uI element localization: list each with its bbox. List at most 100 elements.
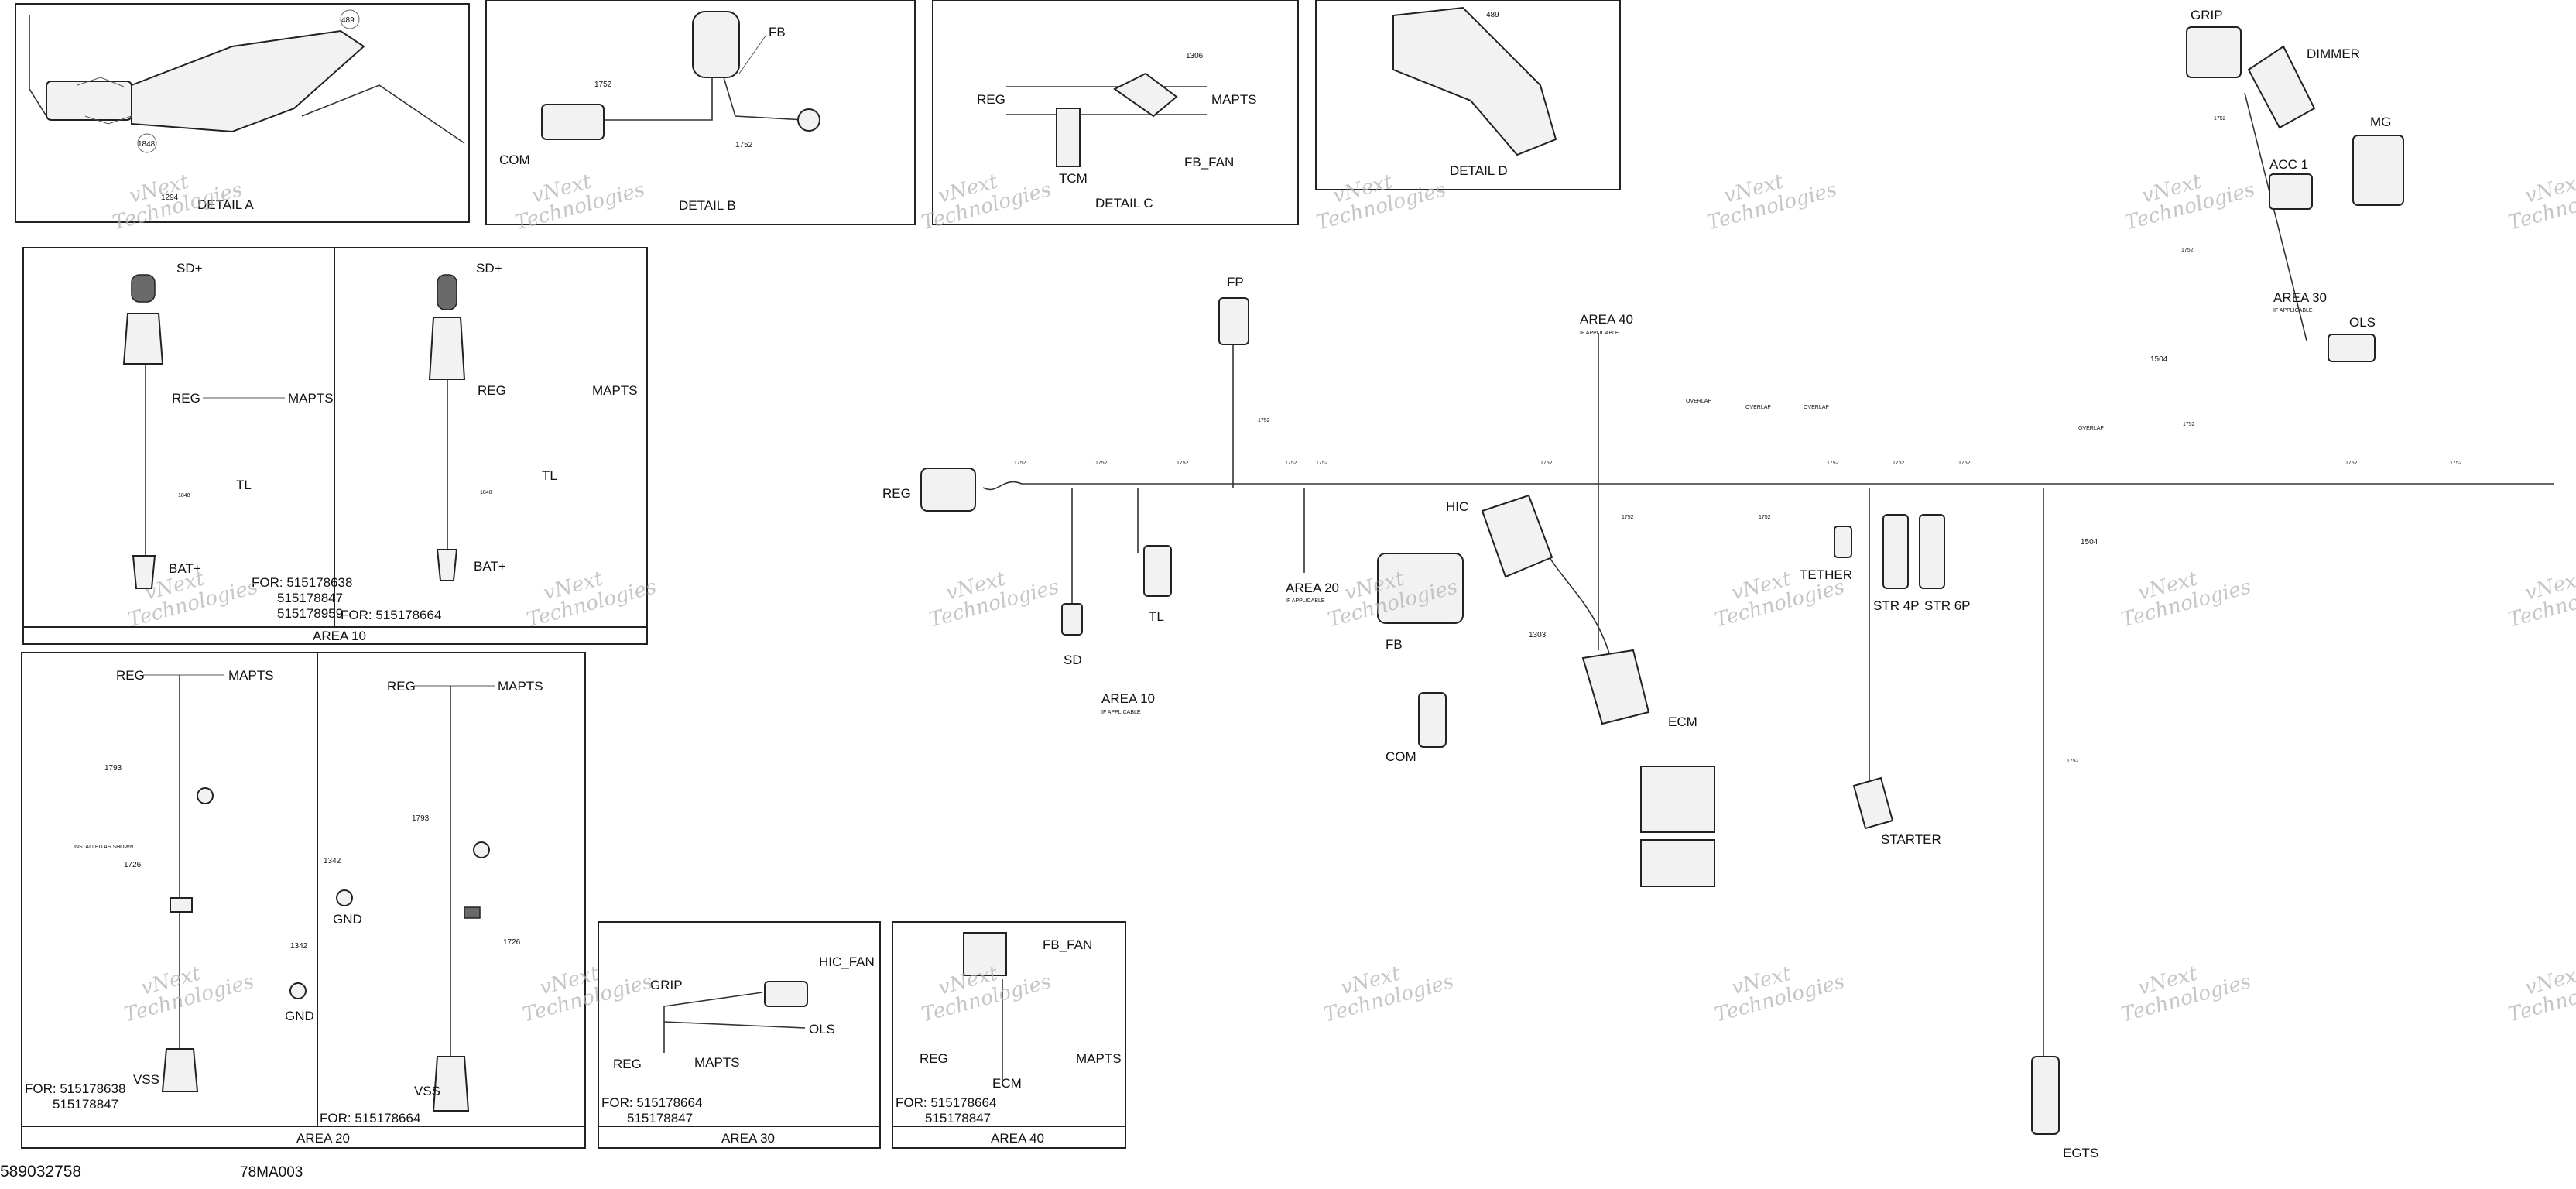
footer-drawing-code: 78MA003 — [240, 1164, 303, 1180]
wire-tag: 1752 — [2345, 461, 2358, 466]
detail-c-label-mapts: MAPTS — [1211, 92, 1257, 107]
callout-area-10: AREA 10 IF APPLICABLE — [1101, 691, 1155, 715]
a40-for-2: 515178847 — [925, 1111, 991, 1126]
detail-c-ref-1306: 1306 — [1186, 52, 1204, 60]
main-label-egts: EGTS — [2063, 1146, 2098, 1160]
a10l-ref: 1848 — [178, 493, 190, 499]
main-label-fp: FP — [1227, 275, 1244, 290]
main-acc1-connector: ACC 1 — [2269, 157, 2313, 210]
a20r-for: FOR: 515178664 — [320, 1111, 420, 1126]
wire-tag: 1752 — [1014, 461, 1026, 466]
detail-b-title: DETAIL B — [679, 198, 736, 213]
detail-a-ref-1848: 1848 — [138, 140, 156, 149]
a20l-ref-1342: 1342 — [290, 942, 308, 951]
wire-tag: 1752 — [1622, 515, 1634, 520]
a10l-for-2: 515178847 — [277, 591, 343, 605]
main-label-ols: OLS — [2349, 315, 2376, 330]
overlap-note: OVERLAP — [2078, 426, 2104, 431]
a20r-gnd: GND — [333, 912, 362, 927]
callout-area-20-title: AREA 20 — [1286, 581, 1339, 595]
wire-tag: 1752 — [1893, 461, 1905, 466]
a30-reg: REG — [613, 1057, 642, 1071]
main-str4p-connector: STR 4P — [1873, 514, 1920, 613]
wire-tag: 1752 — [1258, 418, 1270, 423]
overlap-note: OVERLAP — [1686, 399, 1711, 404]
a20l-for-1: FOR: 515178638 — [25, 1081, 125, 1096]
area-40-title: AREA 40 — [991, 1131, 1044, 1146]
a20l-gnd: GND — [285, 1009, 314, 1023]
detail-d-ref-489: 489 — [1486, 11, 1499, 19]
detail-a-panel: 489 1848 1294 DETAIL A — [15, 3, 470, 223]
main-com-connector: COM — [1386, 692, 1447, 764]
callout-area-40-sub: IF APPLICABLE — [1580, 331, 1619, 336]
area-10-panel: SD+ REG MAPTS TL 1848 BAT+ FOR: 51517863… — [22, 247, 648, 645]
detail-a-ref-489: 489 — [341, 16, 355, 25]
main-grip-connector: GRIP — [2186, 8, 2242, 78]
a40-mapts: MAPTS — [1076, 1051, 1122, 1066]
main-label-com: COM — [1386, 749, 1416, 764]
a20r-ref-1342: 1342 — [324, 857, 341, 865]
detail-b-label-fb: FB — [769, 25, 786, 39]
area-30-title: AREA 30 — [721, 1131, 775, 1146]
a10r-bat: BAT+ — [474, 559, 506, 574]
a20r-reg: REG — [387, 679, 416, 694]
detail-a-ref-1294: 1294 — [161, 194, 179, 202]
footer-doc-number: 589032758 — [0, 1163, 81, 1180]
a10r-for: FOR: 515178664 — [341, 608, 441, 622]
area-40-panel: FB_FAN REG MAPTS ECM FOR: 515178664 5151… — [892, 921, 1126, 1149]
detail-b-ref-1752b: 1752 — [735, 141, 753, 149]
main-egts-connector: EGTS — [2031, 1056, 2098, 1160]
area-20-title: AREA 20 — [296, 1131, 350, 1146]
a30-ols: OLS — [809, 1022, 835, 1037]
main-label-tether: TETHER — [1800, 567, 1852, 582]
wire-tag: 1752 — [1827, 461, 1839, 466]
a30-grip: GRIP — [650, 978, 683, 992]
a10l-reg: REG — [172, 391, 200, 406]
main-label-mg: MG — [2370, 115, 2391, 129]
a10l-tl: TL — [236, 478, 252, 492]
main-label-str4p: STR 4P — [1873, 598, 1920, 613]
overlap-note: OVERLAP — [1745, 405, 1771, 410]
main-label-dimmer: DIMMER — [2307, 46, 2360, 61]
wire-tag: 1752 — [1285, 461, 1297, 466]
callout-area-40: AREA 40 IF APPLICABLE — [1580, 312, 1633, 336]
callout-area-10-title: AREA 10 — [1101, 691, 1155, 706]
wire-tags: 1752 1752 1752 1752 1752 1752 1752 1752 … — [1014, 116, 2462, 764]
detail-c-label-reg: REG — [977, 92, 1005, 107]
detail-c-label-tcm: TCM — [1059, 171, 1088, 186]
a10r-mapts: MAPTS — [592, 383, 638, 398]
a10l-for-3: 515178959 — [277, 606, 343, 621]
main-harness — [982, 92, 2554, 1061]
a10r-sd: SD+ — [476, 261, 502, 276]
a20r-mapts: MAPTS — [498, 679, 543, 694]
main-label-reg: REG — [882, 486, 911, 501]
wire-tag: 1752 — [1958, 461, 1971, 466]
main-ref-1504-lower: 1504 — [2081, 538, 2098, 547]
main-label-acc1: ACC 1 — [2269, 157, 2308, 172]
a10l-sd: SD+ — [176, 261, 203, 276]
a20r-ref-1793: 1793 — [412, 814, 430, 823]
wire-tag: 1752 — [1177, 461, 1189, 466]
a40-reg: REG — [920, 1051, 948, 1066]
main-label-fb: FB — [1386, 637, 1403, 652]
callout-area-40-title: AREA 40 — [1580, 312, 1633, 327]
wire-tag: 1752 — [2183, 422, 2195, 427]
wire-tag: 1752 — [1759, 515, 1771, 520]
a30-mapts: MAPTS — [694, 1055, 740, 1070]
wire-tag: 1752 — [2181, 248, 2194, 253]
main-ref-1504-upper: 1504 — [2150, 355, 2168, 364]
main-label-tl: TL — [1149, 609, 1164, 624]
main-ecm-connector: ECM 1303 — [1529, 631, 1715, 887]
main-mg-connector: MG — [2352, 115, 2404, 206]
main-label-starter: STARTER — [1881, 832, 1941, 847]
main-fb-connector: FB — [1377, 553, 1464, 652]
detail-b-panel: FB COM 1752 1752 DETAIL B — [485, 0, 916, 225]
